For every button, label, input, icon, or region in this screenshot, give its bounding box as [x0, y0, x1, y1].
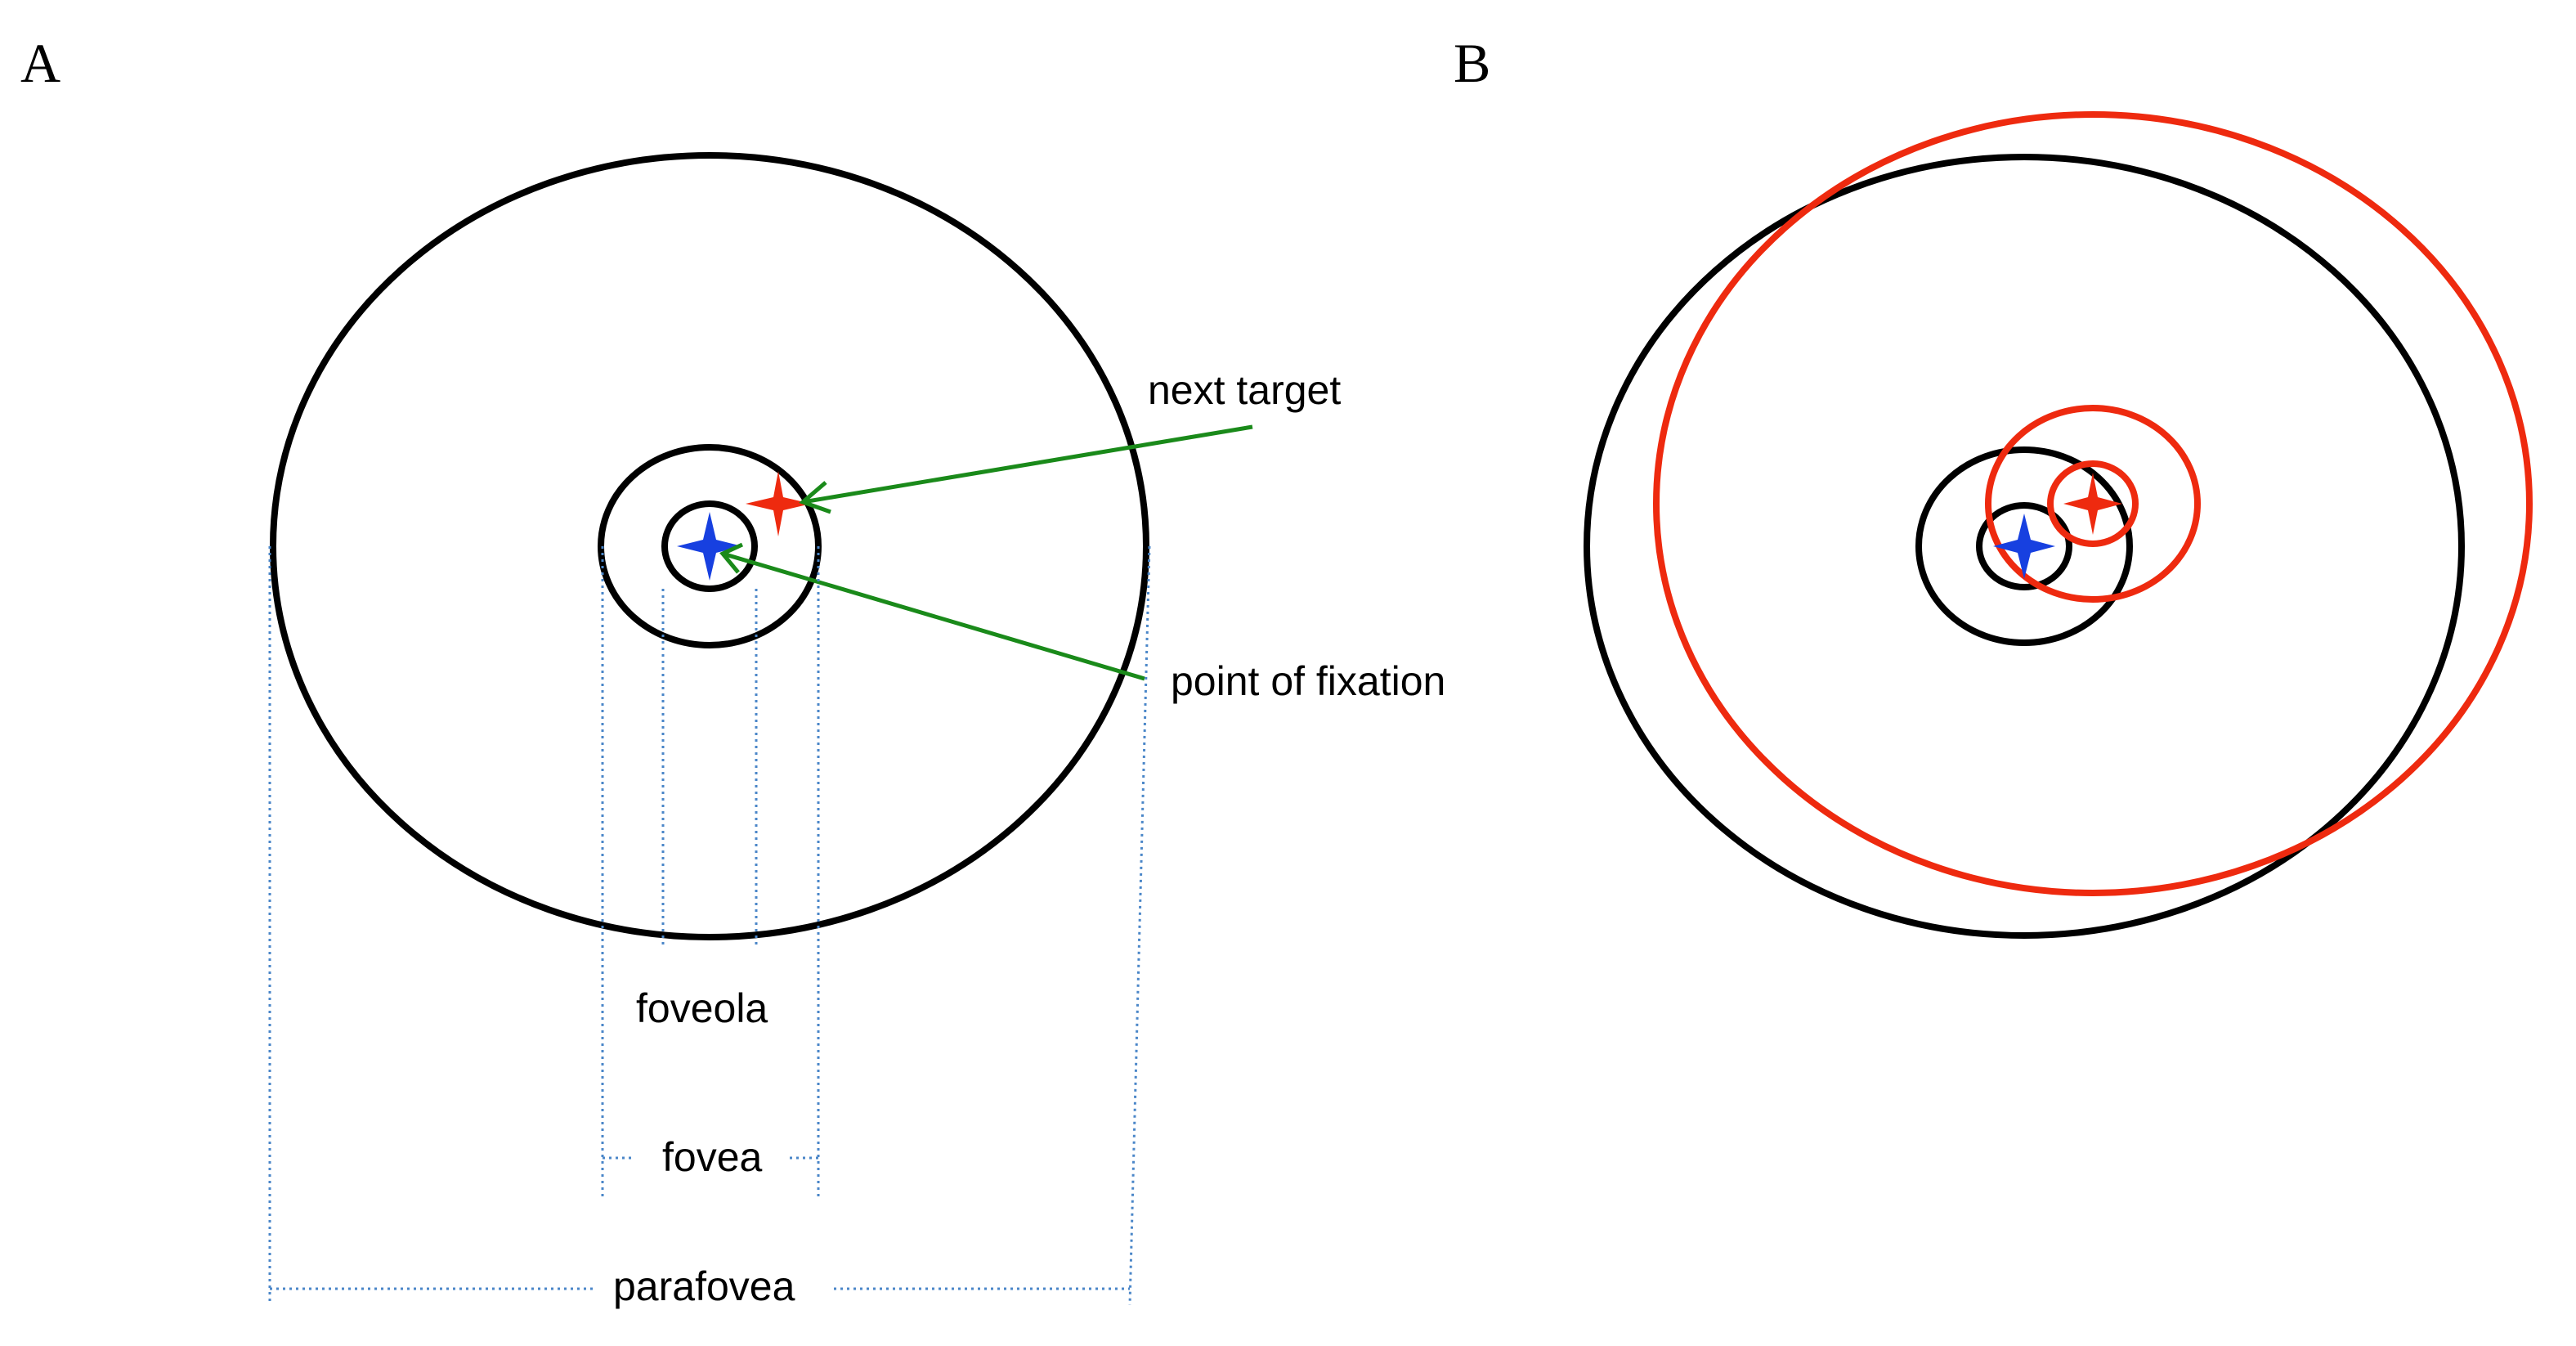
parafovea-label: parafovea: [613, 1263, 795, 1309]
panel-b-letter: B: [1454, 32, 1490, 94]
parafovea-ring-shifted: [1653, 111, 2533, 896]
target-star-icon: [2063, 473, 2122, 535]
next-target-pointer: [799, 424, 1253, 514]
fixation-star-icon: [677, 512, 742, 581]
panel-a-letter: A: [20, 32, 60, 94]
fixation-pointer: [719, 542, 1145, 681]
panel-b: B: [1454, 32, 2533, 939]
foveola-label: foveola: [636, 985, 768, 1031]
fixation-star-icon: [1993, 514, 2055, 579]
foveola-ring-shifted: [2047, 460, 2139, 547]
parafovea-ring: [270, 152, 1149, 940]
panel-a: A next target point of fixation: [20, 32, 1445, 1309]
point-of-fixation-label: point of fixation: [1171, 658, 1445, 704]
foveola-ring-original: [1976, 502, 2072, 590]
fovea-ring-shifted: [1985, 405, 2201, 603]
foveola-ring: [661, 500, 758, 592]
dimension-guides: [268, 545, 1151, 1306]
parafovea-ring-original: [1584, 154, 2465, 939]
next-target-label: next target: [1148, 367, 1341, 413]
fovea-ring-original: [1915, 446, 2133, 646]
target-star-icon: [746, 471, 811, 536]
fovea-label: fovea: [662, 1134, 763, 1180]
